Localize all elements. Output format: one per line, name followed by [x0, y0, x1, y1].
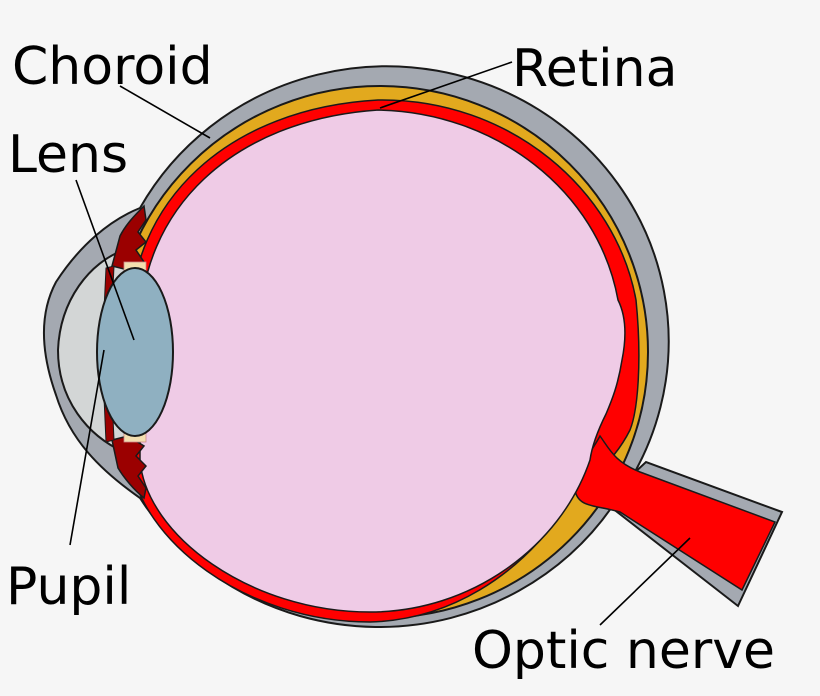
- leader-retina: [379, 61, 513, 109]
- label-optic-nerve: Optic nerve: [472, 621, 775, 681]
- label-lens: Lens: [8, 125, 128, 185]
- label-choroid: Choroid: [12, 37, 213, 97]
- iris-lower: [111, 435, 148, 500]
- label-pupil: Pupil: [6, 557, 131, 617]
- lens: [96, 267, 174, 437]
- leader-optic-nerve: [599, 537, 691, 626]
- leader-pupil: [69, 349, 105, 546]
- vitreous-body: [139, 109, 626, 613]
- leader-choroid: [119, 85, 211, 139]
- leader-lens: [75, 179, 135, 341]
- label-retina: Retina: [512, 39, 677, 99]
